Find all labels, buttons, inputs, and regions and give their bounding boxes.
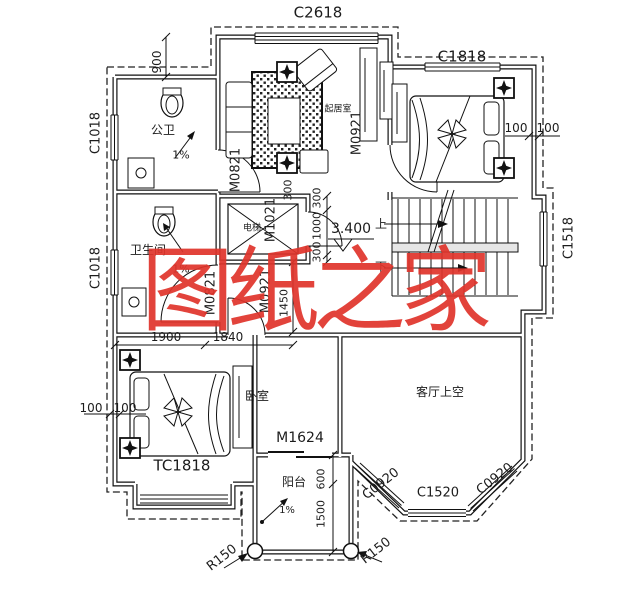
balcony-columns (246, 542, 360, 560)
stairs-down-label: 下 (374, 260, 388, 274)
door-label-m1021: M1021 (263, 197, 279, 243)
window-c1818 (424, 62, 501, 72)
window-c1518 (539, 211, 548, 267)
stairs-up-label: 上 (374, 217, 388, 231)
dimension-lines (84, 32, 560, 569)
pinwheel-left (163, 397, 193, 427)
door-m0821-bottom (160, 264, 219, 323)
window-label-c1518: C1518 (561, 216, 577, 260)
window-label-c1018-bottom: C1018 (88, 246, 104, 290)
room-label-sitting: 起居室 (324, 104, 352, 115)
wardrobe-right-room (391, 83, 408, 143)
door-label-m0921-top: M0921 (349, 110, 365, 156)
window-label-c1520: C1520 (416, 485, 460, 501)
slope-label-balcony: 1% (279, 505, 295, 516)
room-label-public-bath: 公卫 (150, 123, 176, 137)
dim-1500: 1500 (314, 500, 328, 528)
bathroom-fixtures (121, 87, 184, 317)
window-label-tc1818: TC1818 (153, 456, 211, 475)
dim-100-left-in: 100 (113, 401, 137, 415)
slope-label-bathroom: 1% (172, 262, 190, 276)
room-label-elevator: 电梯 (242, 223, 262, 234)
door-m1624-sliding (268, 451, 332, 458)
door-m1021 (307, 211, 343, 247)
stairs (384, 189, 519, 297)
windows-linework (109, 31, 550, 518)
stool (299, 149, 329, 174)
window-c0920-right (467, 465, 518, 512)
level-mark (328, 238, 374, 252)
dim-100-right-out: 100 (536, 121, 560, 135)
site-watermark: 图纸之家 (141, 241, 492, 344)
sofa (225, 81, 253, 159)
bedroom-left-furniture (129, 365, 253, 457)
walls (112, 34, 547, 555)
window-c1018-top (110, 114, 119, 161)
window-label-c1018-top: C1018 (88, 111, 104, 155)
coffee-table (267, 97, 301, 145)
pinwheel-right (437, 119, 467, 149)
tv-cabinet (359, 47, 378, 142)
room-label-balcony: 阳台 (281, 475, 307, 489)
armchair (292, 48, 338, 92)
bedroom-right-furniture (391, 83, 505, 183)
slope-arrow-bath (164, 225, 184, 253)
wardrobe-left-room (232, 365, 253, 449)
sitting-area-furniture (225, 47, 394, 174)
dim-600: 600 (314, 468, 328, 490)
dim-300-top: 300 (310, 187, 324, 209)
room-label-living-void: 客厅上空 (415, 385, 465, 399)
dim-1840: 1840 (212, 330, 244, 344)
level-value: 3.400 (330, 221, 372, 237)
window-c0920-left (354, 462, 405, 509)
dim-900: 900 (150, 50, 164, 74)
window-label-c1818: C1818 (437, 47, 487, 66)
room-label-bathroom: 卫生间 (129, 243, 167, 257)
window-c2618 (254, 32, 379, 44)
door-m0921-bottom (227, 297, 266, 336)
window-tc1818 (140, 494, 228, 504)
columns (119, 61, 515, 459)
side-cabinet (379, 61, 394, 120)
dim-1900: 1900 (150, 330, 182, 344)
door-label-m0821-top: M0821 (228, 147, 244, 193)
door-label-m1624: M1624 (276, 430, 324, 446)
slope-label-public-bath: 1% (172, 148, 190, 162)
window-c1520 (408, 509, 466, 517)
roof-dashed-boundary (106, 26, 554, 561)
dim-100-left-out: 100 (79, 401, 103, 415)
dim-1000: 1000 (310, 212, 324, 240)
room-label-bedroom-left: 卧室 (244, 389, 270, 403)
dim-300-sofa: 300 (281, 179, 295, 201)
elevator-shaft (227, 203, 299, 255)
basin-public (127, 157, 155, 189)
window-label-c2618: C2618 (293, 3, 343, 22)
dim-100-right-in: 100 (504, 121, 528, 135)
window-c1018-bottom (110, 249, 119, 296)
